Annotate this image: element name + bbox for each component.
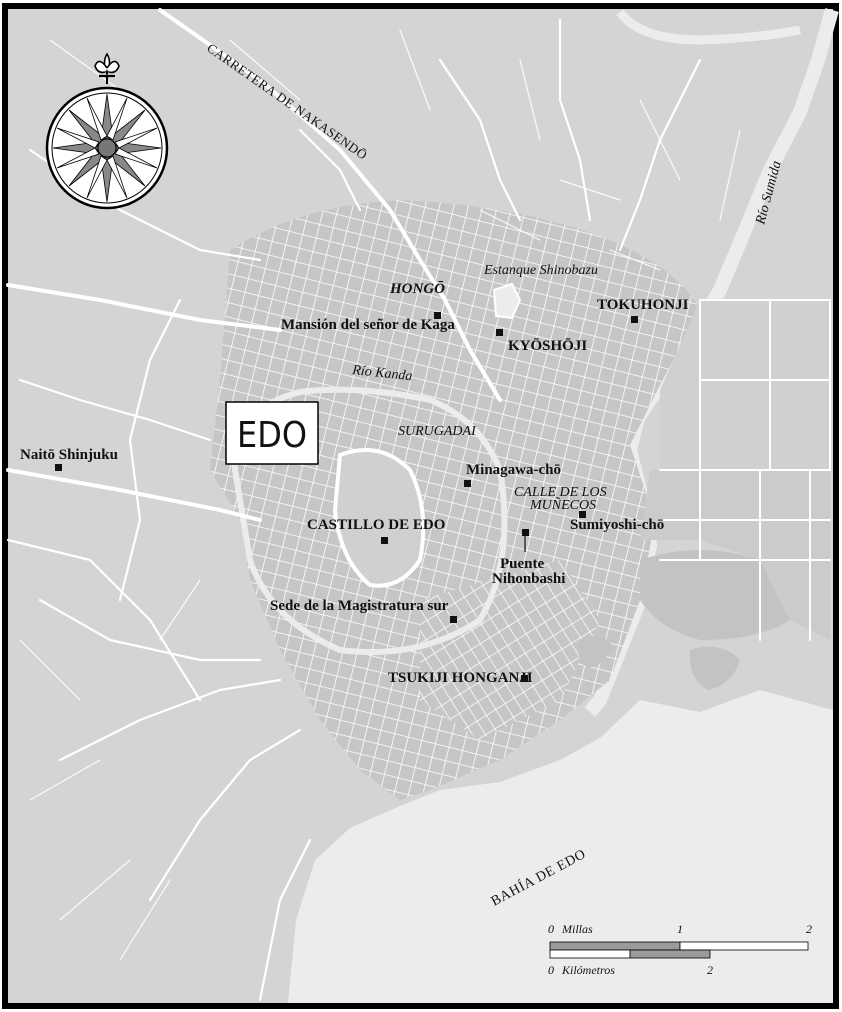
label-calle-line1: CALLE DE LOS xyxy=(514,485,607,500)
label-calle-line2: MUÑECOS xyxy=(529,496,596,513)
label-minagawa: Minagawa-chō xyxy=(466,462,561,478)
label-tokuhonji: TOKUHONJI xyxy=(597,297,689,313)
scale-bar: 0 Millas 1 2 0 Kilómetros 2 xyxy=(548,922,812,977)
label-shinobazu-pond: Estanque Shinobazu xyxy=(483,263,598,278)
label-hongo: HONGŌ xyxy=(389,281,445,297)
scale-km-tick-2: 2 xyxy=(707,963,713,977)
scale-miles-tick-0: 0 xyxy=(548,922,554,936)
label-castillo: CASTILLO DE EDO xyxy=(307,517,445,533)
label-kanda-river: Río Kanda xyxy=(351,363,414,384)
shinobazu-pond xyxy=(492,282,522,320)
marker-hongo xyxy=(434,312,441,319)
marker-magistratura xyxy=(450,616,457,623)
scale-miles-tick-1: 1 xyxy=(677,922,683,936)
marker-minagawa xyxy=(464,480,471,487)
marker-sumiyoshi xyxy=(579,511,586,518)
label-kaga-mansion: Mansión del señor de Kaga xyxy=(281,317,455,333)
map-title: EDO xyxy=(237,415,307,456)
castle-grounds xyxy=(332,448,426,588)
scale-km-tick-0: 0 xyxy=(548,963,554,977)
marker-kyoshoji xyxy=(496,329,503,336)
label-tsukiji: TSUKIJI HONGANJI xyxy=(388,670,533,686)
scale-miles-label: Millas xyxy=(561,922,593,936)
label-magistratura: Sede de la Magistratura sur xyxy=(270,598,449,614)
marker-tokuhonji xyxy=(631,316,638,323)
label-puente-line1: Puente xyxy=(500,556,545,572)
marker-castillo xyxy=(381,537,388,544)
label-puente-line2: Nihonbashi xyxy=(492,571,565,587)
scale-km-label: Kilómetros xyxy=(561,963,615,977)
marker-tsukiji xyxy=(521,675,528,682)
marker-naito xyxy=(55,464,62,471)
nakasendo-road xyxy=(158,8,502,402)
scale-miles-tick-2: 2 xyxy=(806,922,812,936)
bay-of-edo-water xyxy=(288,690,833,1003)
marker-puente xyxy=(522,529,529,536)
location-markers xyxy=(55,312,638,682)
label-surugadai: SURUGADAI xyxy=(398,424,477,439)
label-kyoshoji: KYŌSHŌJI xyxy=(508,338,587,354)
label-naito-shinjuku: Naitō Shinjuku xyxy=(20,447,118,463)
compass-rose-icon xyxy=(45,52,169,210)
label-sumiyoshi: Sumiyoshi-chō xyxy=(570,517,664,533)
map-title-box: EDO xyxy=(225,401,319,465)
